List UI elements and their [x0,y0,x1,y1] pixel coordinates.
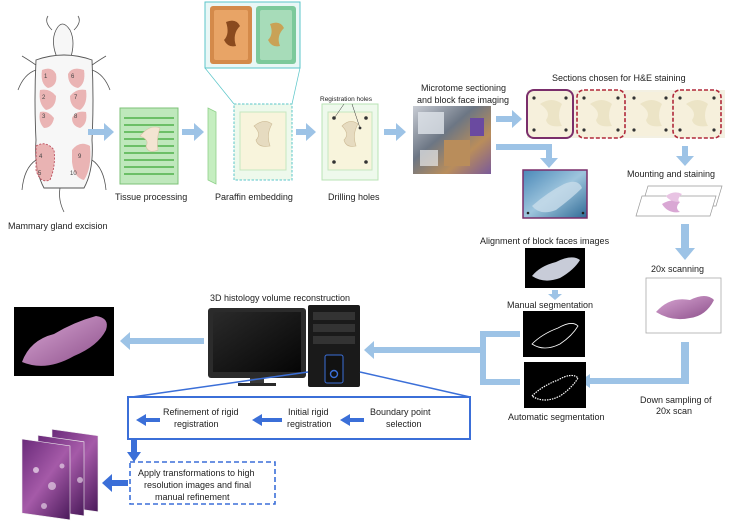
arrow-to-manual-seg [548,290,562,300]
tissue-cassette [119,107,179,185]
paraffin-photo [204,1,301,69]
label-refine-2: registration [174,419,219,429]
drilled-block [321,103,379,181]
arrow-to-sections [496,110,522,128]
gland-number-5: 5 [38,171,42,177]
arrow-down-sampling [580,342,689,388]
label-sections-chosen: Sections chosen for H&E staining [552,73,686,83]
high-res-histology-stack [21,428,99,521]
label-tissue-processing: Tissue processing [115,192,187,202]
computer-monitor [208,308,306,386]
section-strip [526,89,725,139]
label-automatic-segmentation: Automatic segmentation [508,412,605,422]
label-down-sampling-2: 20x scan [656,406,692,416]
gland-number-4: 4 [39,154,43,160]
paraffin-block [233,103,293,181]
scanned-slide [645,277,722,334]
gland-number-6: 6 [71,74,75,80]
arrow-to-alignment [496,144,558,168]
registration-pipeline-box [127,396,471,440]
gland-number-3: 3 [42,114,46,120]
label-down-sampling-1: Down sampling of [640,395,712,405]
arrow-to-3d-volume [120,332,204,350]
arrow-initial-to-refine [252,414,282,426]
label-mammary-excision: Mammary gland excision [8,221,108,231]
label-3d-volume: 3D histology volume reconstruction [210,293,350,303]
label-registration-holes: Registration holes [320,96,373,103]
computer-tower [308,305,360,387]
apply-transformations-box [129,461,276,505]
paraffin-block-side [207,107,217,185]
label-drilling-holes: Drilling holes [328,192,380,202]
arrow-to-tissue [88,123,114,141]
arrow-to-apply [127,439,141,462]
label-initial-1: Initial rigid [288,407,329,417]
arrow-to-scanning [675,224,695,260]
label-initial-2: registration [287,419,332,429]
label-boundary-1: Boundary point [370,407,431,417]
arrow-refine-out [136,414,160,426]
gland-number-10: 10 [70,171,77,177]
gland-number-7: 7 [74,95,78,101]
arrow-to-mounting [676,146,694,166]
aligned-image [525,248,585,288]
arrow-to-stack [102,474,128,492]
label-boundary-2: selection [386,419,422,429]
mounted-slides [635,185,723,217]
gland-number-9: 9 [78,154,82,160]
label-microtome-2: and block face imaging [417,95,509,105]
label-apply-3: manual refinement [155,492,230,502]
gland-number-1: 1 [44,74,48,80]
arrow-boundary-to-initial [340,414,364,426]
label-20x-scanning: 20x scanning [651,264,704,274]
label-refine-1: Refinement of rigid [163,407,239,417]
expand-line-left [131,371,309,398]
label-alignment: Alignment of block faces images [480,236,610,246]
volume-render-image [14,307,114,376]
label-microtome-1: Microtome sectioning [421,83,506,93]
label-apply-1: Apply transformations to high [138,468,255,478]
label-manual-segmentation: Manual segmentation [507,300,593,310]
label-mounting-staining: Mounting and staining [627,169,715,179]
microtome-photo [413,106,491,174]
zoom-line-left [204,67,235,105]
arrow-to-paraffin [182,123,204,141]
block-face-image [522,169,588,219]
arrow-to-drilling [296,123,316,141]
arrow-to-volume [364,331,520,385]
arrow-to-microtome [384,123,406,141]
mouse-illustration: 1 2 3 4 5 6 7 8 9 10 [17,15,111,213]
zoom-line-right [291,67,301,105]
auto-seg-image [524,362,586,408]
label-apply-2: resolution images and final [144,480,251,490]
gland-number-8: 8 [74,114,78,120]
manual-seg-image [523,311,585,357]
label-paraffin-embedding: Paraffin embedding [215,192,293,202]
gland-number-2: 2 [42,95,46,101]
expand-line-right [359,371,471,398]
